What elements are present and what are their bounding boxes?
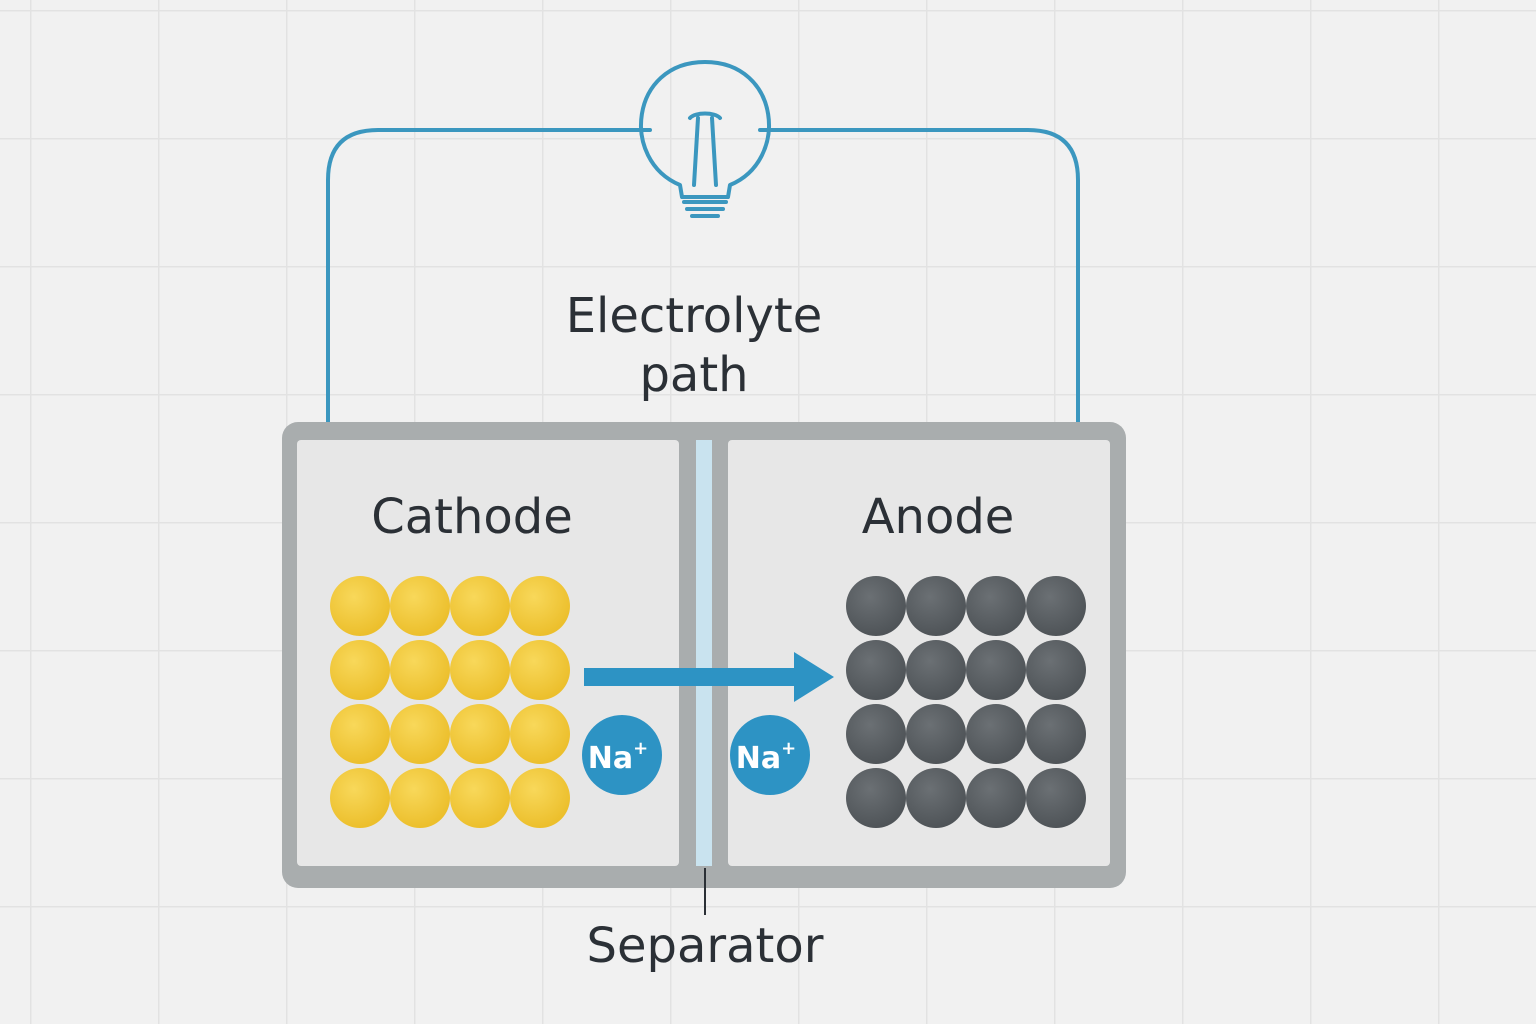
anode-particle (906, 768, 966, 828)
anode-particle (846, 640, 906, 700)
anode-particle (906, 576, 966, 636)
light-bulb-icon (639, 60, 771, 218)
cathode-particle (510, 640, 570, 700)
electrolyte-path-label-line1: Electrolyte (566, 288, 823, 344)
anode-particle (966, 768, 1026, 828)
cathode-particle (330, 576, 390, 636)
cathode-particle (390, 640, 450, 700)
cathode-particle (330, 704, 390, 764)
anode-particle (1026, 576, 1086, 636)
anode-particle (1026, 640, 1086, 700)
anode-particle (1026, 704, 1086, 764)
anode-label: Anode (862, 489, 1015, 545)
anode-particle (966, 576, 1026, 636)
sodium-ion-anode: Na+ (730, 715, 810, 795)
cathode-particle (390, 768, 450, 828)
anode-particle-grid (846, 576, 1086, 828)
anode-particle (966, 640, 1026, 700)
cathode-particle (450, 640, 510, 700)
electrolyte-path-label-line2: path (639, 347, 748, 403)
cathode-particle (390, 576, 450, 636)
anode-particle (846, 704, 906, 764)
separator-label: Separator (587, 918, 824, 974)
cathode-particle (330, 640, 390, 700)
cathode-particle (510, 768, 570, 828)
cathode-particle (510, 576, 570, 636)
anode-particle (966, 704, 1026, 764)
cathode-particle (390, 704, 450, 764)
ion-charge: + (781, 738, 796, 759)
cathode-particle (450, 704, 510, 764)
anode-particle (846, 576, 906, 636)
anode-particle (906, 704, 966, 764)
ion-charge: + (633, 738, 648, 759)
sodium-ion-cathode: Na+ (582, 715, 662, 795)
cathode-particle (450, 576, 510, 636)
svg-text:Na+: Na+ (588, 738, 648, 776)
anode-particle (846, 768, 906, 828)
anode-particle (906, 640, 966, 700)
cathode-particle-grid (330, 576, 570, 828)
cathode-particle (450, 768, 510, 828)
ion-symbol: Na (736, 741, 781, 776)
arrow-right-icon (584, 652, 834, 702)
external-circuit-wire (326, 128, 1080, 427)
separator-membrane (696, 440, 712, 866)
cathode-particle (510, 704, 570, 764)
cathode-label: Cathode (371, 489, 573, 545)
cathode-particle (330, 768, 390, 828)
anode-particle (1026, 768, 1086, 828)
svg-text:Na+: Na+ (736, 738, 796, 776)
ion-symbol: Na (588, 741, 633, 776)
